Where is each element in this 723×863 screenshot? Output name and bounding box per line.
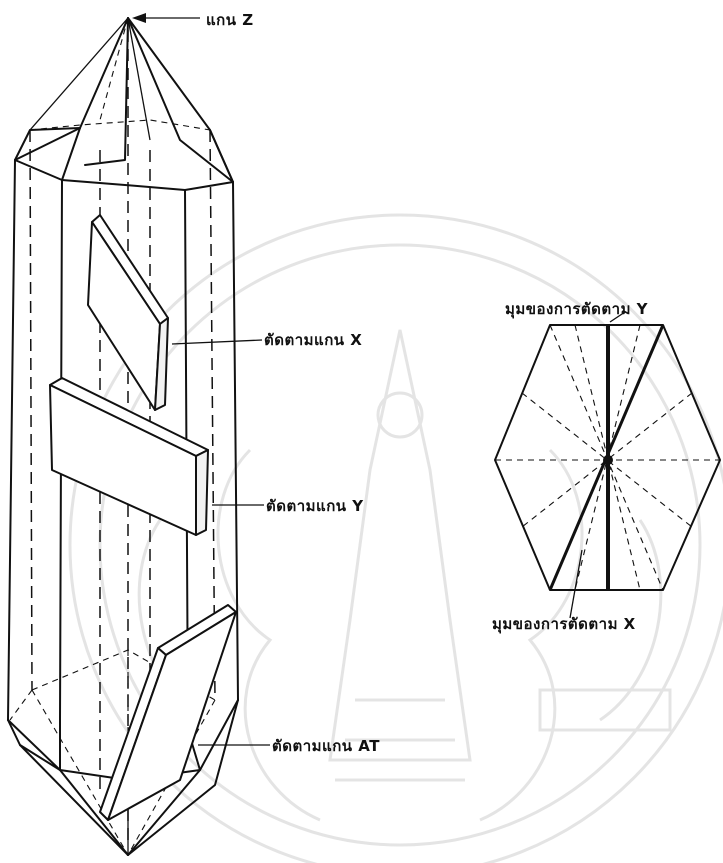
y-cut-plate <box>50 378 208 535</box>
z-axis-label: แกน Z <box>206 11 254 29</box>
cut-at-label: ตัดตามแกน AT <box>272 737 380 755</box>
cut-y-label: ตัดตามแกน Y <box>266 497 364 515</box>
angle-y-label: มุมของการตัดตาม Y <box>505 300 649 319</box>
angle-x-label: มุมของการตัดตาม X <box>492 615 636 634</box>
at-cut-plate <box>100 605 236 820</box>
cut-x-label: ตัดตามแกน X <box>264 331 362 349</box>
